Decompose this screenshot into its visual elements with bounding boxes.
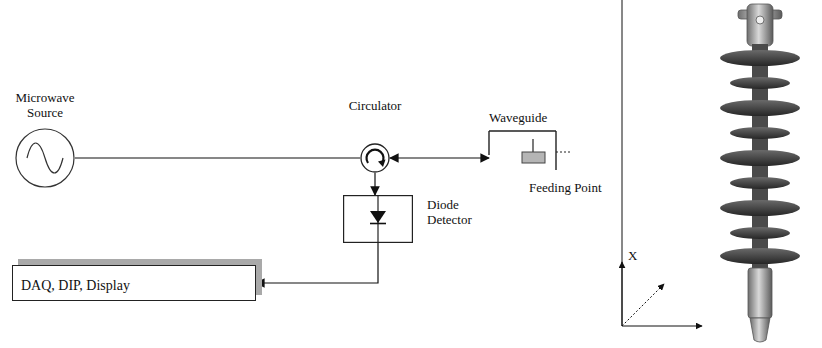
source-circle: Microwave Source (15, 128, 75, 188)
process-text: DAQ, DIP, Display (21, 278, 130, 294)
source-symbol (15, 128, 75, 188)
daq-box: DAQ, DIP, Display (12, 265, 256, 301)
waveguide-symbol (489, 131, 556, 170)
diode-detector-box: Diode Detector (343, 195, 413, 243)
y-axis-arrow (622, 284, 664, 326)
node-heading: Waveguide (489, 110, 547, 125)
waveguide: WaveguideFeeding Point (489, 131, 556, 170)
circulator-symbol (360, 143, 390, 173)
node-heading: Microwave Source (3, 90, 87, 120)
diode-symbol (343, 195, 413, 243)
z-axis-arrow (622, 326, 702, 327)
connector (374, 173, 375, 195)
connector (256, 243, 378, 283)
node-heading: Circulator (330, 98, 420, 113)
x-axis-arrow (622, 262, 623, 326)
circulator-symbol: Circulator (360, 143, 390, 173)
axis-line (622, 0, 623, 326)
axis-label: X (628, 248, 637, 263)
node-label: Diode Detector (427, 197, 491, 227)
insulator-illustration (720, 4, 800, 342)
connector (390, 157, 489, 158)
connector (75, 157, 360, 158)
feeding-point-label: Feeding Point (529, 180, 602, 195)
